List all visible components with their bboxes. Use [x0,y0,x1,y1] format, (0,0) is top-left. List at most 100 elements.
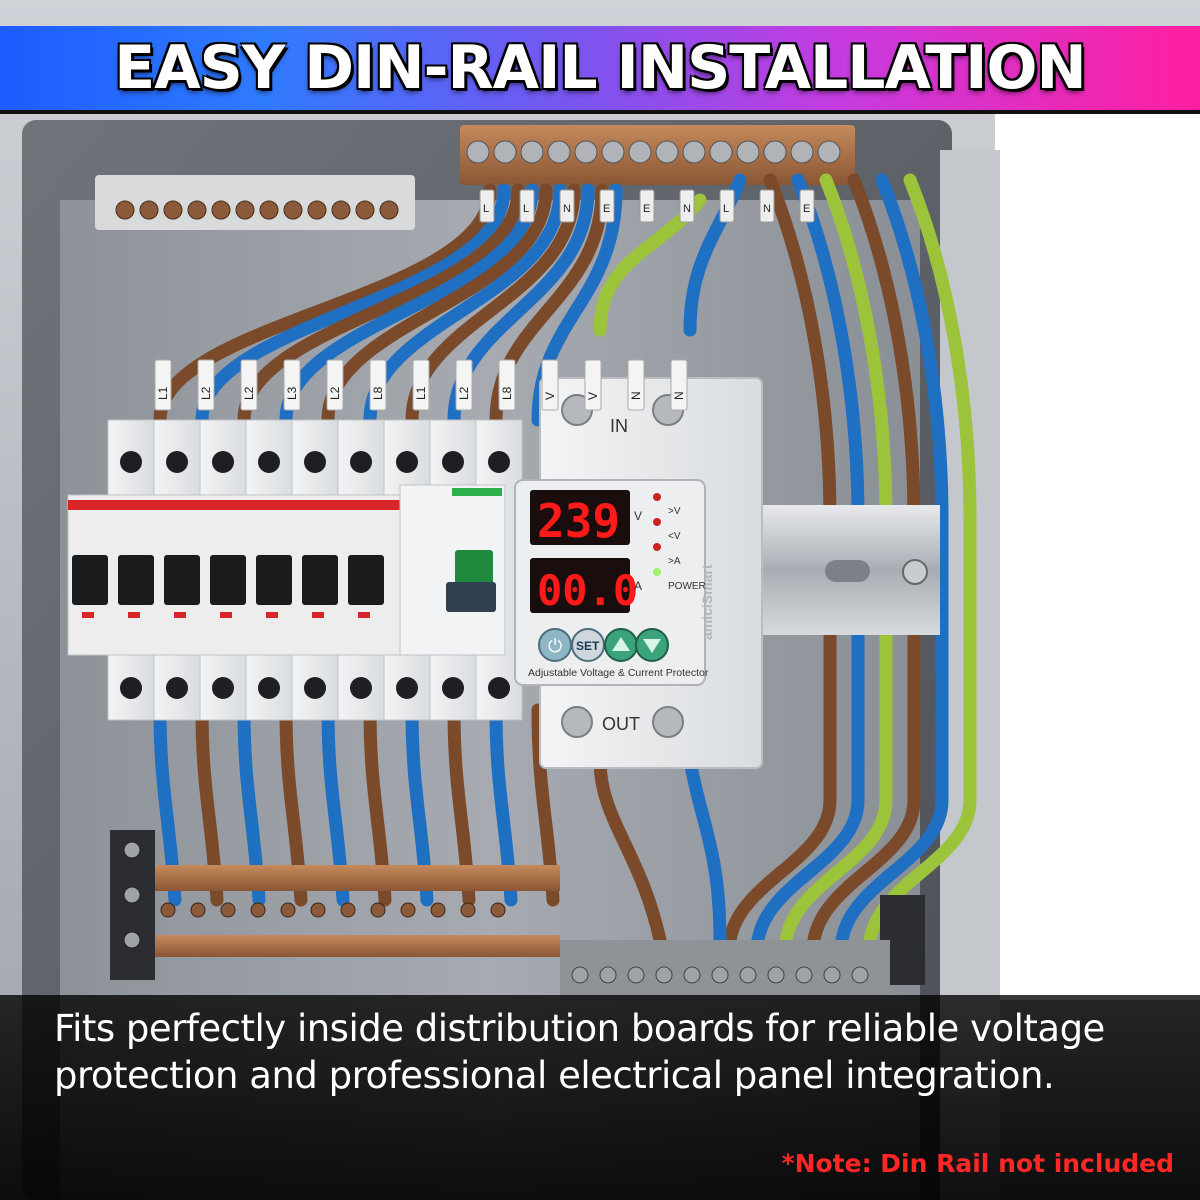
screw [790,140,814,164]
terminal-screw [442,677,464,699]
screw [430,902,446,918]
banner-title: EASY DIN-RAIL INSTALLATION [114,33,1086,103]
wire-tag-label: N [672,391,686,400]
screw [331,200,351,220]
wire-tag-label: L2 [199,386,213,400]
breaker-toggle [256,555,292,605]
screw [340,902,356,918]
wire-tag-label: L1 [156,386,170,400]
note-text: *Note: Din Rail not included [781,1149,1175,1178]
terminal-screw [212,677,234,699]
wire-tag [412,359,430,411]
wire-tag-label: L2 [457,386,471,400]
wire-tag [240,359,258,411]
screw [599,966,617,984]
screw [574,140,598,164]
terminal-tag-label: E [803,203,810,215]
screw [379,200,399,220]
current-unit: A [634,579,642,593]
screw [235,200,255,220]
terminal-tag [519,189,535,223]
device-in-label: IN [610,416,628,436]
terminal-tag-label: E [643,203,650,215]
screw [466,140,490,164]
terminal-screw [350,677,372,699]
wire-tag-label: L1 [414,386,428,400]
wire-tag [369,359,387,411]
wire-tag [670,359,688,411]
screw [655,140,679,164]
terminal-tag-label: L [723,203,729,215]
terminal-tag-label: N [683,203,691,215]
product-label: Adjustable Voltage & Current Protector [528,667,709,679]
wire-tag [455,359,473,411]
screw [123,931,141,949]
screw [139,200,159,220]
screw [250,902,266,918]
screw [370,902,386,918]
screw [163,200,183,220]
caption-text: Fits perfectly inside distribution board… [54,1007,1105,1097]
screw [190,902,206,918]
screw [571,966,589,984]
indicator-led [653,568,661,576]
terminal-screw [488,451,510,473]
breaker-toggle [210,555,246,605]
terminal-screw [304,451,326,473]
wire-tag-label: L2 [328,386,342,400]
trip-indicator [174,612,186,618]
wire-tag [154,359,172,411]
screw [280,902,296,918]
terminal-screw [488,677,510,699]
caption-panel: Fits perfectly inside distribution board… [0,995,1200,1200]
screw [520,140,544,164]
up-arrow-icon [612,637,630,651]
indicator-label: >V [668,506,681,517]
wire-tag-label: L2 [242,386,256,400]
terminal-tag-label: L [523,203,529,215]
trip-indicator [82,612,94,618]
trip-indicator [266,612,278,618]
down-arrow-icon [643,639,661,653]
wire [593,753,667,947]
wire-tag-label: L8 [371,386,385,400]
screw [709,140,733,164]
breaker-toggle [118,555,154,605]
screw [115,200,135,220]
wire-tag [627,359,645,411]
trip-indicator [312,612,324,618]
voltage-unit: V [634,509,642,523]
terminal-tag [599,189,615,223]
screw [160,902,176,918]
wire [153,183,497,427]
screw [460,902,476,918]
circuit-breakers [67,419,523,721]
wire [195,183,511,427]
terminal-tag-label: L [483,203,489,215]
terminal-tag [759,189,775,223]
screw [283,200,303,220]
screw [220,902,236,918]
terminal-tag [679,189,695,223]
screw [493,140,517,164]
wire-tag [197,359,215,411]
banner: EASY DIN-RAIL INSTALLATION [0,26,1200,114]
screw [355,200,375,220]
terminal-tag-label: N [763,203,771,215]
screw [123,886,141,904]
screw [601,140,625,164]
screw [711,966,729,984]
wire-tag [584,359,602,411]
terminal-tag-label: E [603,203,610,215]
wire-tag-label: N [629,391,643,400]
wire-tag [326,359,344,411]
screw [795,966,813,984]
terminal-screw [120,451,142,473]
terminal-tag [479,189,495,223]
trip-indicator [220,612,232,618]
set-button-label: SET [576,639,600,653]
screw [763,140,787,164]
power-icon: ⏻ [548,636,562,657]
wire-tag [498,359,516,411]
